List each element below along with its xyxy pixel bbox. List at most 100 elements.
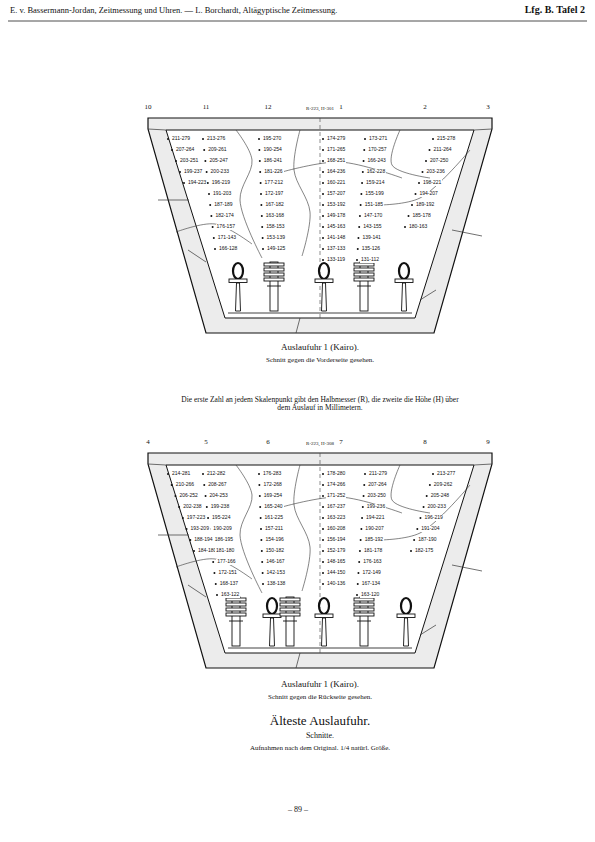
- scale-point: 133-119: [326, 257, 346, 263]
- scale-point: 182-175: [414, 548, 434, 554]
- scale-point: 139-141: [361, 235, 381, 241]
- scale-point: 196-219: [423, 515, 443, 521]
- scale-dot: [189, 539, 191, 541]
- scale-point: 148-165: [326, 559, 346, 565]
- scale-point: 172-151: [217, 570, 237, 576]
- scale-dot: [363, 160, 365, 162]
- scale-dot: [322, 160, 324, 162]
- scale-point: 169-254: [263, 493, 283, 499]
- scale-dot: [259, 495, 261, 497]
- scale-point: 187-189: [213, 202, 233, 208]
- scale-dot: [174, 495, 176, 497]
- scale-dot: [261, 215, 263, 217]
- scale-point: 166-243: [367, 158, 387, 164]
- scale-point: 206-252: [178, 493, 198, 499]
- scale-point: 180-163: [408, 224, 428, 230]
- column-number: 1: [339, 104, 343, 112]
- crack-line: [236, 130, 262, 258]
- figure-subcaption: Schnitt gegen die Rückseite gesehen.: [268, 694, 372, 702]
- scale-dot: [213, 572, 215, 574]
- scale-point: 213-277: [436, 471, 456, 477]
- scale-point: 190-209: [212, 526, 232, 532]
- scale-dot: [322, 550, 324, 552]
- scale-point: 160-221: [326, 180, 346, 186]
- djed-symbol: [354, 597, 374, 646]
- running-head: E. v. Bassermann-Jordan, Zeitmessung und…: [10, 6, 337, 15]
- explanatory-note: Die erste Zahl an jedem Skalenpunkt gibt…: [180, 396, 460, 413]
- scale-dot: [179, 171, 181, 173]
- scale-dot: [171, 149, 173, 151]
- plate-subtitle: Schnitte.: [306, 732, 334, 741]
- scale-point: 194-223: [187, 180, 207, 186]
- figure-subcaption: Schnitt gegen die Vorderseite gesehen.: [266, 357, 374, 365]
- scale-point: 153-192: [326, 202, 346, 208]
- scale-point: 199-236: [366, 504, 386, 510]
- scale-dot: [261, 550, 263, 552]
- scale-point: 166-128: [218, 246, 238, 252]
- scale-dot: [322, 171, 324, 173]
- scale-dot: [359, 550, 361, 552]
- column-number: 11: [203, 104, 210, 112]
- scale-dot: [361, 517, 363, 519]
- scale-dot: [360, 204, 362, 206]
- scale-point: 160-208: [326, 526, 346, 532]
- scale-dot: [356, 594, 358, 596]
- scale-dot: [260, 182, 262, 184]
- scale-point: 168-251: [326, 158, 346, 164]
- ankh-symbol: [263, 598, 281, 646]
- scale-point: 153-139: [266, 235, 286, 241]
- scale-point: 172-268: [262, 482, 282, 488]
- column-number: 9: [486, 439, 490, 447]
- scale-dot: [429, 484, 431, 486]
- scale-dot: [404, 226, 406, 228]
- scale-point: 141-148: [326, 235, 346, 241]
- scale-point: 213-276: [206, 136, 226, 142]
- scale-dot: [262, 583, 264, 585]
- scale-dot: [432, 138, 434, 140]
- scale-dot: [364, 138, 366, 140]
- scale-dot: [357, 248, 359, 250]
- scale-point: 199-238: [210, 504, 230, 510]
- djed-symbol: [226, 597, 246, 646]
- scale-point: 205-248: [430, 493, 450, 499]
- scale-point: 181-226: [263, 169, 283, 175]
- scale-point: 182-174: [214, 213, 234, 219]
- scale-dot: [204, 160, 206, 162]
- scale-dot: [322, 561, 324, 563]
- vessel-wall: [148, 453, 492, 668]
- scale-point: 196-219: [211, 180, 231, 186]
- scale-point: 198-221: [422, 180, 442, 186]
- scale-dot: [260, 517, 262, 519]
- scale-dot: [322, 506, 324, 508]
- scale-point: 203-251: [179, 158, 199, 164]
- scale-dot: [413, 539, 415, 541]
- djed-symbol: [280, 597, 300, 646]
- scale-point: 211-279: [171, 136, 191, 142]
- scale-point: 174-279: [326, 136, 346, 142]
- fragment-seam: [474, 129, 492, 130]
- scale-dot: [358, 226, 360, 228]
- plate-note: Aufnahmen nach dem Original. 1/4 natürl.…: [250, 745, 390, 753]
- scale-dot: [171, 484, 173, 486]
- scale-point: 176-163: [362, 559, 382, 565]
- section-axis: [320, 453, 321, 653]
- scale-point: 146-167: [265, 559, 285, 565]
- scale-point: 181-180: [215, 548, 235, 554]
- djed-symbol: [264, 262, 284, 311]
- fragment-seam: [148, 129, 166, 130]
- fragment-seam: [296, 653, 300, 668]
- scale-dot: [322, 484, 324, 486]
- crack-line: [294, 465, 310, 591]
- scale-dot: [202, 473, 204, 475]
- scale-dot: [363, 149, 365, 151]
- scale-point: 194-207: [419, 191, 439, 197]
- scale-point: 163-120: [360, 592, 380, 598]
- scale-point: 207-264: [367, 482, 387, 488]
- scale-dot: [322, 259, 324, 261]
- scale-dot: [322, 193, 324, 195]
- scale-point: 195-270: [262, 136, 282, 142]
- scale-dot: [215, 583, 217, 585]
- scale-point: 193-209: [190, 526, 210, 532]
- scale-point: 197-223: [186, 515, 206, 521]
